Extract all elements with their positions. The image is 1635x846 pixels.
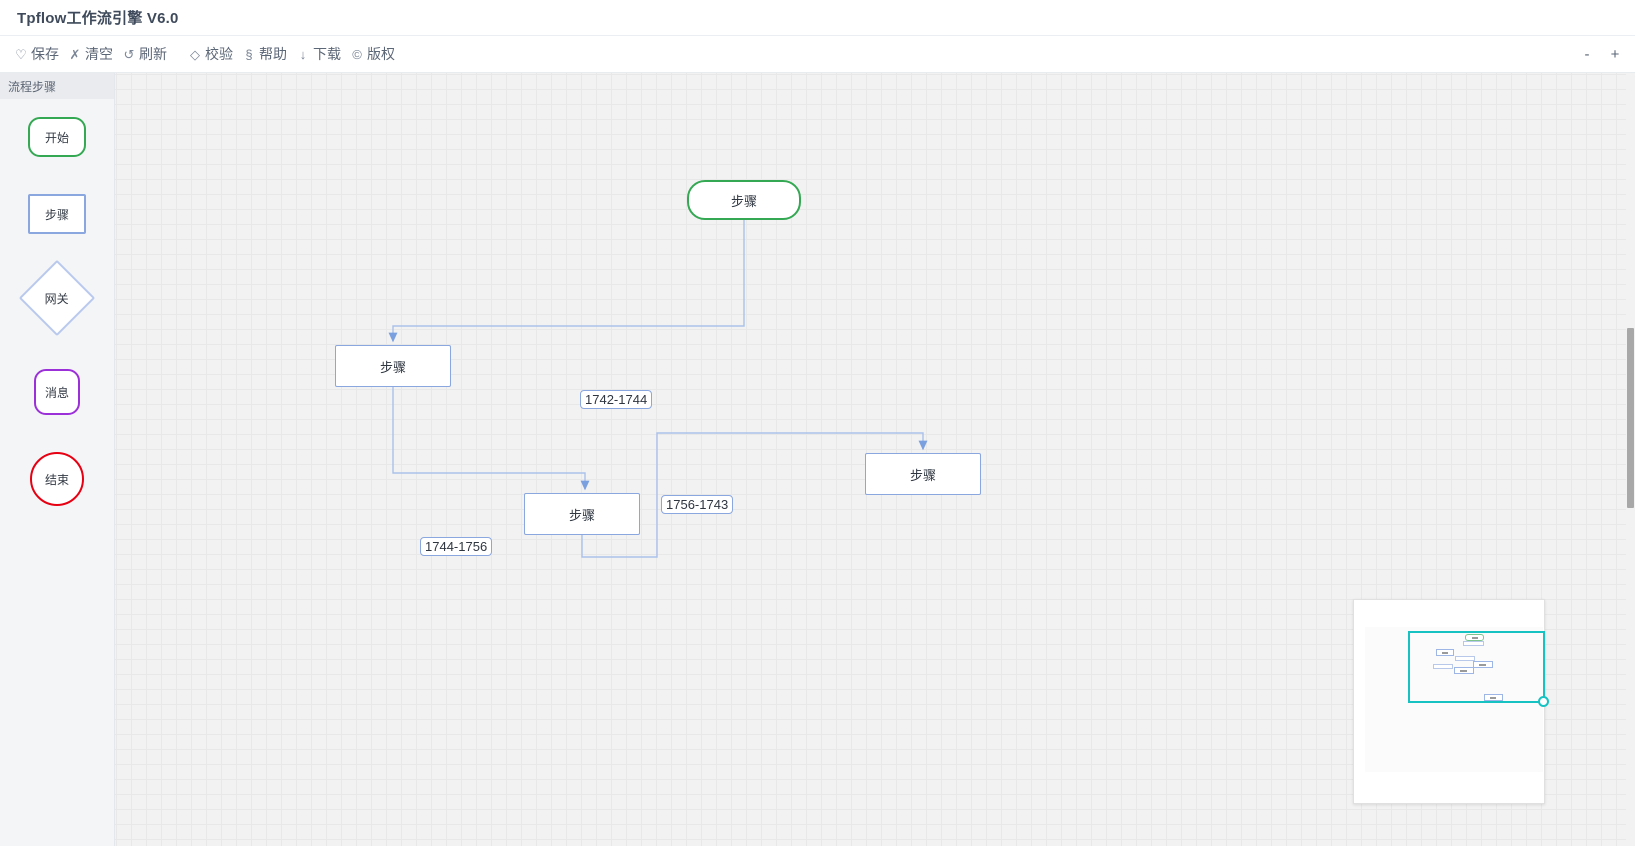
download-icon: ↓ (299, 46, 307, 62)
canvas-node-step-4[interactable]: 步骤 (865, 453, 981, 495)
minimap-edge-label-2 (1455, 656, 1475, 661)
toolbar-actions: ♡ 保存 ✗ 清空 ↺ 刷新 ◇ 校验 § 帮助 ↓ 下载 (10, 42, 400, 66)
check-icon: ◇ (190, 46, 200, 62)
refresh-button[interactable]: ↺ 刷新 (118, 42, 172, 66)
minimap-node-step-4-text (1479, 664, 1486, 666)
palette-item-step-label: 步骤 (44, 207, 69, 222)
canvas-node-step-3[interactable]: 步骤 (524, 493, 640, 535)
zoom-controls: - + (1581, 47, 1621, 62)
palette-item-gateway[interactable]: 网关 (18, 259, 96, 337)
minimap-node-offscreen-text (1490, 697, 1496, 699)
palette-item-end-label: 结束 (44, 472, 69, 487)
palette-item-end[interactable]: 结束 (30, 452, 84, 506)
help-label: 帮助 (259, 46, 287, 62)
minimap-viewport[interactable] (1408, 631, 1549, 707)
copyright-button[interactable]: © 版权 (346, 42, 400, 66)
diagram-edges (388, 220, 928, 558)
canvas-node-start-step[interactable]: 步骤 (687, 180, 801, 220)
flow-canvas[interactable]: 步骤 步骤 步骤 步骤 1742-1744 1744-1756 1756-174… (115, 73, 1635, 846)
download-label: 下载 (313, 46, 341, 62)
palette-item-start[interactable]: 开始 (28, 117, 86, 157)
refresh-icon: ↺ (123, 46, 135, 62)
edge-label-1756-1743[interactable]: 1756-1743 (661, 495, 734, 514)
canvas-vertical-scrollbar-thumb[interactable] (1627, 328, 1634, 508)
toolbar: ♡ 保存 ✗ 清空 ↺ 刷新 ◇ 校验 § 帮助 ↓ 下载 (0, 36, 1635, 73)
clear-label: 清空 (85, 46, 113, 62)
clear-button[interactable]: ✗ 清空 (64, 42, 118, 66)
minimap-edge-label-1 (1463, 641, 1484, 646)
canvas-node-label: 步骤 (379, 359, 406, 375)
minimap-content (1365, 627, 1543, 772)
minimap-panel[interactable] (1353, 599, 1549, 804)
palette-item-step[interactable]: 步骤 (28, 194, 86, 234)
minimap-node-step-2-text (1442, 652, 1448, 654)
palette-item-start-label: 开始 (44, 130, 69, 145)
palette-header: 流程步骤 (0, 73, 114, 99)
save-button[interactable]: ♡ 保存 (10, 42, 64, 66)
download-button[interactable]: ↓ 下载 (292, 42, 346, 66)
save-label: 保存 (31, 46, 59, 62)
help-button[interactable]: § 帮助 (238, 42, 292, 66)
canvas-vertical-scrollbar-track[interactable] (1626, 73, 1635, 846)
minimap-node-start-text (1472, 637, 1478, 639)
page-title: Tpflow工作流引擎 V6.0 (17, 10, 179, 27)
zoom-in-button[interactable]: + (1610, 45, 1620, 63)
refresh-label: 刷新 (139, 46, 167, 62)
help-icon: § (245, 46, 253, 62)
shape-palette-sidebar: 流程步骤 开始 步骤 网关 消息 结束 (0, 73, 115, 846)
minimap-node-step-3-text (1460, 670, 1467, 672)
edge-label-1744-1756[interactable]: 1744-1756 (420, 537, 493, 556)
canvas-node-step-2[interactable]: 步骤 (335, 345, 451, 387)
palette-item-message-label: 消息 (44, 385, 69, 400)
palette-item-message[interactable]: 消息 (34, 369, 80, 415)
copyright-icon: © (352, 46, 362, 62)
close-icon: ✗ (69, 46, 81, 62)
canvas-node-label: 步骤 (909, 467, 936, 483)
canvas-horizontal-scrollbar-track[interactable] (115, 838, 1626, 846)
canvas-node-label: 步骤 (730, 193, 757, 209)
validate-label: 校验 (205, 46, 233, 62)
title-bar: Tpflow工作流引擎 V6.0 (0, 0, 1635, 36)
palette-list: 开始 步骤 网关 消息 结束 (0, 99, 114, 543)
palette-item-gateway-label: 网关 (44, 291, 70, 306)
canvas-node-label: 步骤 (568, 507, 595, 523)
copyright-label: 版权 (367, 46, 395, 62)
validate-button[interactable]: ◇ 校验 (184, 42, 238, 66)
zoom-out-button[interactable]: - (1584, 45, 1590, 63)
edge-label-1742-1744[interactable]: 1742-1744 (580, 390, 653, 409)
minimap-resize-handle[interactable] (1538, 696, 1549, 707)
heart-icon: ♡ (15, 46, 27, 62)
minimap-edge-label-3 (1433, 664, 1453, 669)
